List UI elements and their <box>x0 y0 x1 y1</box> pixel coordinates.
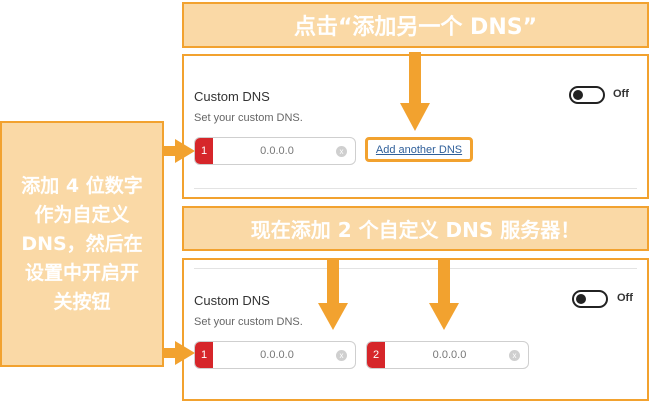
add-another-dns-highlight: Add another DNS <box>365 137 473 162</box>
instruction-text-left: 添加 4 位数字 作为自定义 DNS，然后在 设置中开启开 关按钮 <box>21 172 142 317</box>
dns-value: 0.0.0.0 <box>432 349 467 361</box>
custom-dns-panel-top: Custom DNS Set your custom DNS. Off 1 0.… <box>182 54 649 199</box>
instruction-line: DNS，然后在 <box>21 232 143 255</box>
panel-subtitle: Set your custom DNS. <box>194 112 303 124</box>
clear-icon[interactable]: x <box>336 350 347 361</box>
instruction-text-top: 点击“添加另一个 DNS” <box>293 15 538 40</box>
instruction-line: 添加 4 位数字 <box>21 174 143 197</box>
clear-icon[interactable]: x <box>336 146 347 157</box>
divider <box>194 268 637 269</box>
add-another-dns-link[interactable]: Add another DNS <box>375 143 463 156</box>
dns-input-1[interactable]: 1 0.0.0.0 x <box>194 341 356 369</box>
custom-dns-toggle[interactable] <box>569 86 605 104</box>
instruction-line: 设置中开启开 <box>24 261 139 284</box>
panel-title: Custom DNS <box>194 293 270 308</box>
custom-dns-panel-bottom: Custom DNS Set your custom DNS. Off 1 0.… <box>182 258 649 401</box>
instruction-text-middle: 现在添加 2 个自定义 DNS 服务器！ <box>250 218 581 242</box>
toggle-state-label: Off <box>617 292 633 304</box>
divider <box>194 188 637 189</box>
instruction-line: 关按钮 <box>53 290 111 313</box>
dns-input-1[interactable]: 1 0.0.0.0 x <box>194 137 356 165</box>
toggle-knob <box>573 90 583 100</box>
dns-value: 0.0.0.0 <box>260 145 294 157</box>
panel-title: Custom DNS <box>194 89 270 104</box>
instruction-callout-top: 点击“添加另一个 DNS” <box>182 2 649 48</box>
clear-icon[interactable]: x <box>509 350 520 361</box>
dns-value: 0.0.0.0 <box>260 349 294 361</box>
toggle-knob <box>576 294 586 304</box>
instruction-line: 作为自定义 <box>34 203 130 226</box>
dns-index-badge: 1 <box>195 138 213 164</box>
custom-dns-toggle[interactable] <box>572 290 608 308</box>
dns-index-badge: 2 <box>367 342 385 368</box>
dns-index-badge: 1 <box>195 342 213 368</box>
toggle-state-label: Off <box>613 88 629 100</box>
instruction-callout-left: 添加 4 位数字 作为自定义 DNS，然后在 设置中开启开 关按钮 <box>0 121 164 367</box>
panel-subtitle: Set your custom DNS. <box>194 316 303 328</box>
instruction-callout-middle: 现在添加 2 个自定义 DNS 服务器！ <box>182 206 649 251</box>
dns-input-2[interactable]: 2 0.0.0.0 x <box>366 341 529 369</box>
